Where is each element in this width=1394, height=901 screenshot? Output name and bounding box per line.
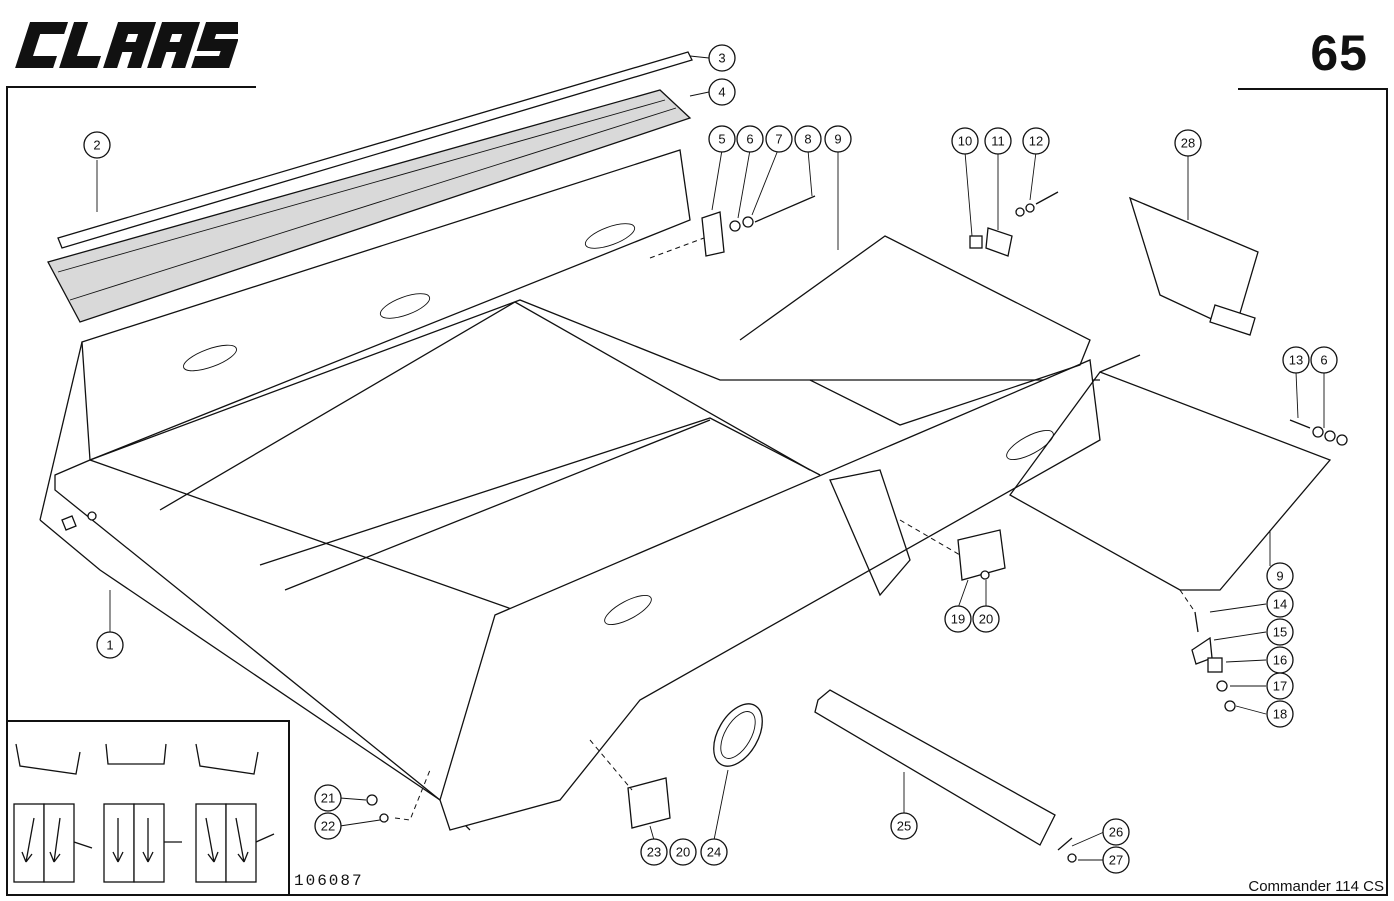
callout-17: 17: [1266, 672, 1294, 700]
svg-text:13: 13: [1289, 353, 1303, 368]
callout-8: 8: [794, 125, 822, 153]
config-1: [13, 743, 93, 883]
part-1-frame: [39, 149, 1332, 831]
callout-16: 16: [1266, 646, 1294, 674]
callout-6: 6: [736, 125, 764, 153]
svg-text:19: 19: [951, 612, 965, 627]
inset-drawings: [13, 743, 275, 883]
callout-24: 24: [700, 838, 728, 866]
callout-4: 4: [708, 78, 736, 106]
svg-text:16: 16: [1273, 653, 1287, 668]
callout-9: 9: [824, 125, 852, 153]
svg-text:15: 15: [1273, 625, 1287, 640]
callout-2: 2: [83, 131, 111, 159]
svg-text:24: 24: [707, 845, 721, 860]
callout-9b: 9: [1266, 562, 1294, 590]
config-3: [195, 743, 275, 883]
svg-text:9: 9: [834, 132, 841, 147]
svg-text:28: 28: [1181, 136, 1195, 151]
part-25-bar: [814, 689, 1056, 846]
svg-text:10: 10: [958, 134, 972, 149]
small-hardware: [61, 191, 1348, 863]
model-label: Commander 114 CS: [1248, 878, 1384, 895]
part-4-seal: [47, 89, 692, 323]
callout-18: 18: [1266, 700, 1294, 728]
svg-text:25: 25: [897, 819, 911, 834]
leader-lines: [96, 55, 1325, 861]
svg-text:20: 20: [676, 845, 690, 860]
svg-text:27: 27: [1109, 853, 1123, 868]
callout-20: 20: [972, 605, 1000, 633]
callout-13: 13: [1282, 346, 1310, 374]
callout-1: 1: [96, 631, 124, 659]
callout-12: 12: [1022, 127, 1050, 155]
part-28-plate: [1128, 196, 1259, 336]
svg-text:9: 9: [1276, 569, 1283, 584]
svg-text:1: 1: [106, 638, 113, 653]
callout-25: 25: [890, 812, 918, 840]
callout-22: 22: [314, 812, 342, 840]
svg-text:5: 5: [718, 132, 725, 147]
svg-text:8: 8: [804, 132, 811, 147]
frame-right: [1386, 88, 1388, 894]
config-2: [103, 743, 182, 883]
callout-3: 3: [708, 44, 736, 72]
svg-text:6: 6: [746, 132, 753, 147]
callout-20b: 20: [669, 838, 697, 866]
part-24-oval-cover: [713, 703, 763, 767]
frame-left: [6, 86, 8, 894]
svg-text:12: 12: [1029, 134, 1043, 149]
svg-text:7: 7: [775, 132, 782, 147]
callout-23: 23: [640, 838, 668, 866]
svg-text:14: 14: [1273, 597, 1287, 612]
svg-text:2: 2: [93, 138, 100, 153]
callout-6b: 6: [1310, 346, 1338, 374]
callout-10: 10: [951, 127, 979, 155]
callout-7: 7: [765, 125, 793, 153]
svg-text:26: 26: [1109, 825, 1123, 840]
page-number: 65: [1310, 25, 1368, 81]
svg-text:6: 6: [1320, 353, 1327, 368]
callout-5: 5: [708, 125, 736, 153]
connection-lines: [394, 237, 1196, 821]
callout-14: 14: [1266, 590, 1294, 618]
header-rule-left: [6, 86, 256, 88]
svg-text:20: 20: [979, 612, 993, 627]
part-3-strip: [57, 51, 693, 249]
svg-text:22: 22: [321, 819, 335, 834]
drawing-number: 106087: [294, 872, 364, 890]
callout-19: 19: [944, 605, 972, 633]
svg-text:23: 23: [647, 845, 661, 860]
svg-text:21: 21: [321, 791, 335, 806]
callout-27: 27: [1102, 846, 1130, 874]
svg-text:11: 11: [991, 134, 1005, 149]
callout-15: 15: [1266, 618, 1294, 646]
frame-bottom: [6, 894, 1388, 896]
claas-logo: [15, 22, 238, 68]
svg-text:17: 17: [1273, 679, 1287, 694]
header-rule-right: [1238, 88, 1388, 90]
callout-28: 28: [1174, 129, 1202, 157]
callout-26: 26: [1102, 818, 1130, 846]
configuration-inset: [6, 720, 290, 896]
svg-text:4: 4: [718, 85, 725, 100]
callout-21: 21: [314, 784, 342, 812]
svg-text:18: 18: [1273, 707, 1287, 722]
callout-11: 11: [984, 127, 1012, 155]
svg-text:3: 3: [718, 51, 725, 66]
